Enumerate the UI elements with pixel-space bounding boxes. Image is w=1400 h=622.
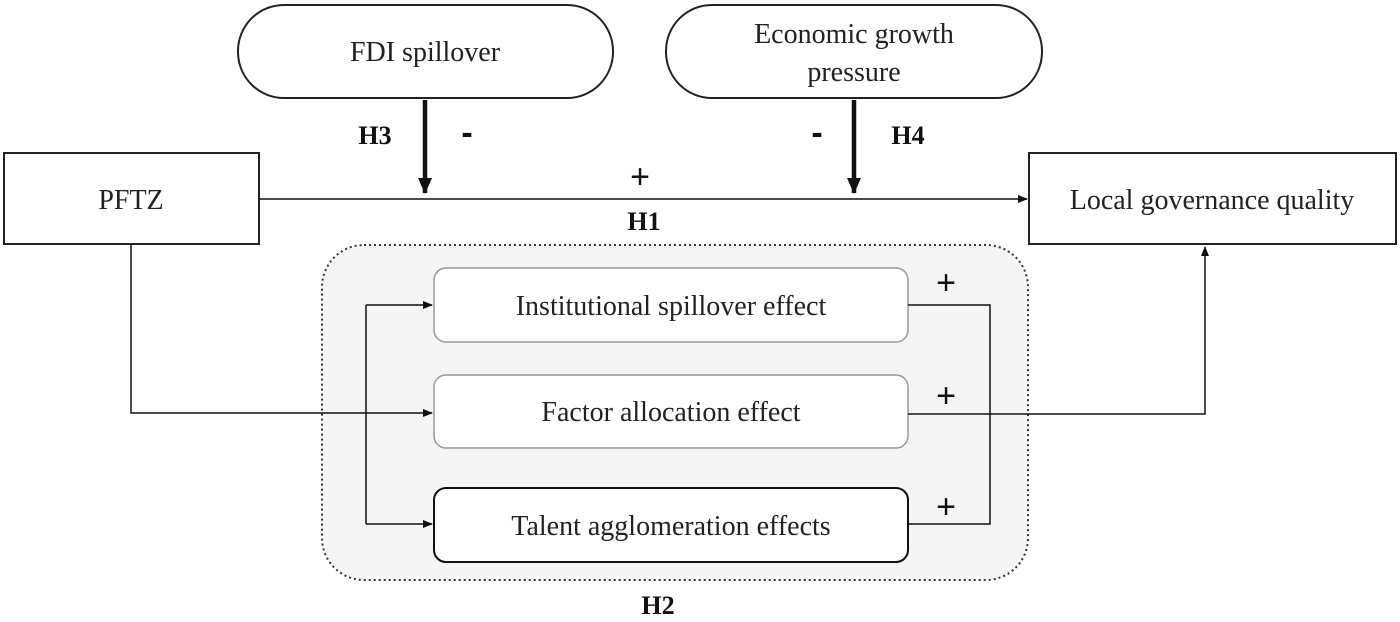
local-governance-quality-label: Local governance quality — [1070, 185, 1355, 216]
h3-label: H3 — [358, 121, 391, 150]
h4-label: H4 — [891, 121, 924, 150]
pftz-label: PFTZ — [98, 185, 163, 216]
talent-agglomeration-label: Talent agglomeration effects — [511, 511, 830, 542]
local-governance-quality-node — [1028, 152, 1397, 245]
fdi-spillover-label: FDI spillover — [350, 37, 501, 68]
institutional-plus-sign: + — [936, 264, 956, 302]
economic-growth-pressure-label-2: pressure — [807, 57, 900, 88]
factor-allocation-label: Factor allocation effect — [541, 397, 800, 428]
economic-growth-pressure-node — [665, 4, 1043, 99]
fdi-minus-sign: - — [461, 114, 472, 152]
fdi-spillover-node — [237, 4, 614, 99]
economic-growth-pressure-label: Economic growth — [754, 19, 954, 50]
talent-plus-sign: + — [936, 488, 956, 526]
factor-allocation-node — [433, 374, 909, 449]
factor-plus-sign: + — [936, 377, 956, 415]
h1-label: H1 — [627, 207, 660, 236]
econ-minus-sign: - — [811, 114, 822, 152]
talent-agglomeration-node — [433, 487, 909, 563]
h2-label: H2 — [641, 591, 674, 620]
factor-to-governance-arrow — [908, 246, 1209, 415]
institutional-spillover-label: Institutional spillover effect — [516, 291, 827, 322]
main-plus-sign: + — [630, 158, 650, 196]
pftz-to-factor-arrow — [130, 244, 433, 417]
